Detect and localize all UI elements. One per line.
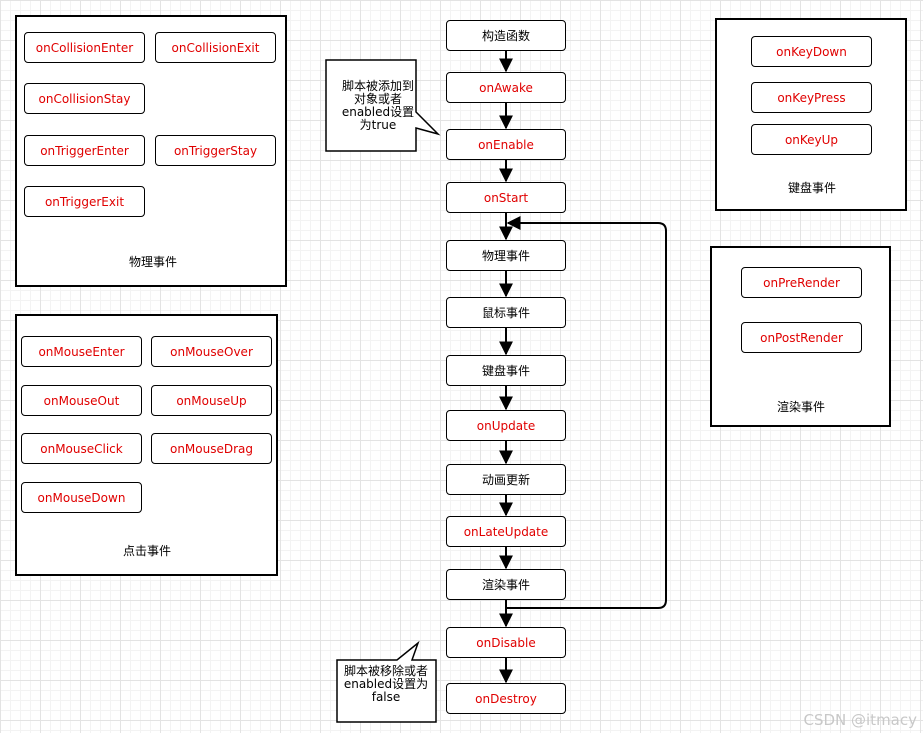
- disable-note-callout: [336, 640, 437, 723]
- keyboard-events-group: onKeyDown onKeyPress onKeyUp 键盘事件: [715, 18, 907, 211]
- event-on-key-press[interactable]: onKeyPress: [751, 82, 872, 113]
- flow-step-3[interactable]: onEnable: [446, 129, 566, 160]
- flow-step-7[interactable]: 键盘事件: [446, 355, 566, 386]
- event-on-pre-render[interactable]: onPreRender: [741, 267, 862, 298]
- event-on-mouse-enter[interactable]: onMouseEnter: [21, 336, 142, 367]
- render-group-title: 渲染事件: [776, 400, 826, 414]
- event-on-mouse-out[interactable]: onMouseOut: [21, 385, 142, 416]
- render-events-group: onPreRender onPostRender 渲染事件: [710, 246, 891, 427]
- event-on-mouse-over[interactable]: onMouseOver: [151, 336, 272, 367]
- flow-step-1[interactable]: 构造函数: [446, 20, 566, 51]
- event-on-trigger-stay[interactable]: onTriggerStay: [155, 135, 276, 166]
- event-on-key-up[interactable]: onKeyUp: [751, 124, 872, 155]
- disable-note-text: 脚本被移除或者enabled设置为false: [343, 663, 429, 704]
- event-on-mouse-click[interactable]: onMouseClick: [21, 433, 142, 464]
- event-on-trigger-enter[interactable]: onTriggerEnter: [24, 135, 145, 166]
- event-on-key-down[interactable]: onKeyDown: [751, 36, 872, 67]
- mouse-events-group: onMouseEnter onMouseOver onMouseOut onMo…: [15, 314, 278, 576]
- event-on-post-render[interactable]: onPostRender: [741, 322, 862, 353]
- flow-step-12[interactable]: onDisable: [446, 627, 566, 658]
- flow-step-4[interactable]: onStart: [446, 182, 566, 213]
- physics-events-group: onCollisionEnter onCollisionExit onColli…: [15, 15, 287, 287]
- flow-step-5[interactable]: 物理事件: [446, 240, 566, 271]
- enable-note-text: 脚本被添加到对象或者enabled设置为true: [341, 79, 415, 132]
- event-on-mouse-up[interactable]: onMouseUp: [151, 385, 272, 416]
- physics-group-title: 物理事件: [128, 255, 178, 269]
- flow-step-9[interactable]: 动画更新: [446, 464, 566, 495]
- flow-step-10[interactable]: onLateUpdate: [446, 516, 566, 547]
- event-on-collision-exit[interactable]: onCollisionExit: [155, 32, 276, 63]
- event-on-mouse-down[interactable]: onMouseDown: [21, 482, 142, 513]
- event-on-collision-stay[interactable]: onCollisionStay: [24, 83, 145, 114]
- flow-step-2[interactable]: onAwake: [446, 72, 566, 103]
- flow-step-6[interactable]: 鼠标事件: [446, 297, 566, 328]
- event-on-trigger-exit[interactable]: onTriggerExit: [24, 186, 145, 217]
- keyboard-group-title: 键盘事件: [787, 181, 837, 195]
- event-on-mouse-drag[interactable]: onMouseDrag: [151, 433, 272, 464]
- flow-step-11[interactable]: 渲染事件: [446, 569, 566, 600]
- flow-step-8[interactable]: onUpdate: [446, 410, 566, 441]
- enable-note-callout: [325, 59, 441, 152]
- flow-step-13[interactable]: onDestroy: [446, 683, 566, 714]
- loop-back-arrow: [506, 216, 667, 609]
- event-on-collision-enter[interactable]: onCollisionEnter: [24, 32, 145, 63]
- watermark: CSDN @itmacy: [803, 711, 917, 729]
- mouse-group-title: 点击事件: [122, 544, 172, 558]
